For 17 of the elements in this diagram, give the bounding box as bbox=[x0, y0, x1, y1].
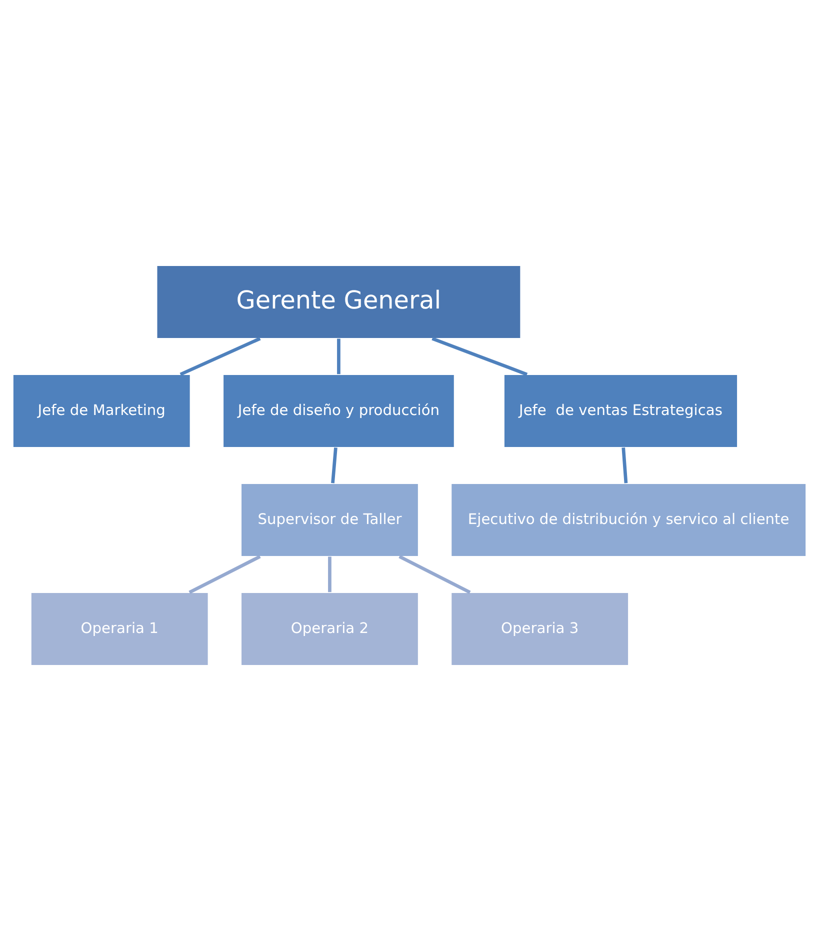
connector bbox=[622, 448, 628, 484]
connector bbox=[337, 338, 340, 374]
connector bbox=[188, 555, 261, 594]
node-box: Operaria 2 bbox=[240, 592, 420, 666]
connector bbox=[331, 448, 338, 484]
connector bbox=[432, 336, 528, 376]
node-box: Operaria 3 bbox=[450, 592, 630, 666]
node-box: Supervisor de Taller bbox=[240, 482, 420, 558]
node-box: Ejecutivo de distribución y servico al cliente bbox=[450, 482, 807, 558]
node-box: Jefe de diseño y producción bbox=[222, 374, 455, 448]
connector bbox=[398, 555, 471, 594]
node-box: Jefe de Marketing bbox=[12, 374, 191, 448]
node-box: Jefe de ventas Estrategicas bbox=[503, 374, 738, 448]
node-box: Operaria 1 bbox=[30, 592, 209, 666]
node-box: Gerente General bbox=[156, 264, 522, 340]
connector bbox=[328, 556, 332, 592]
connector bbox=[180, 337, 261, 376]
